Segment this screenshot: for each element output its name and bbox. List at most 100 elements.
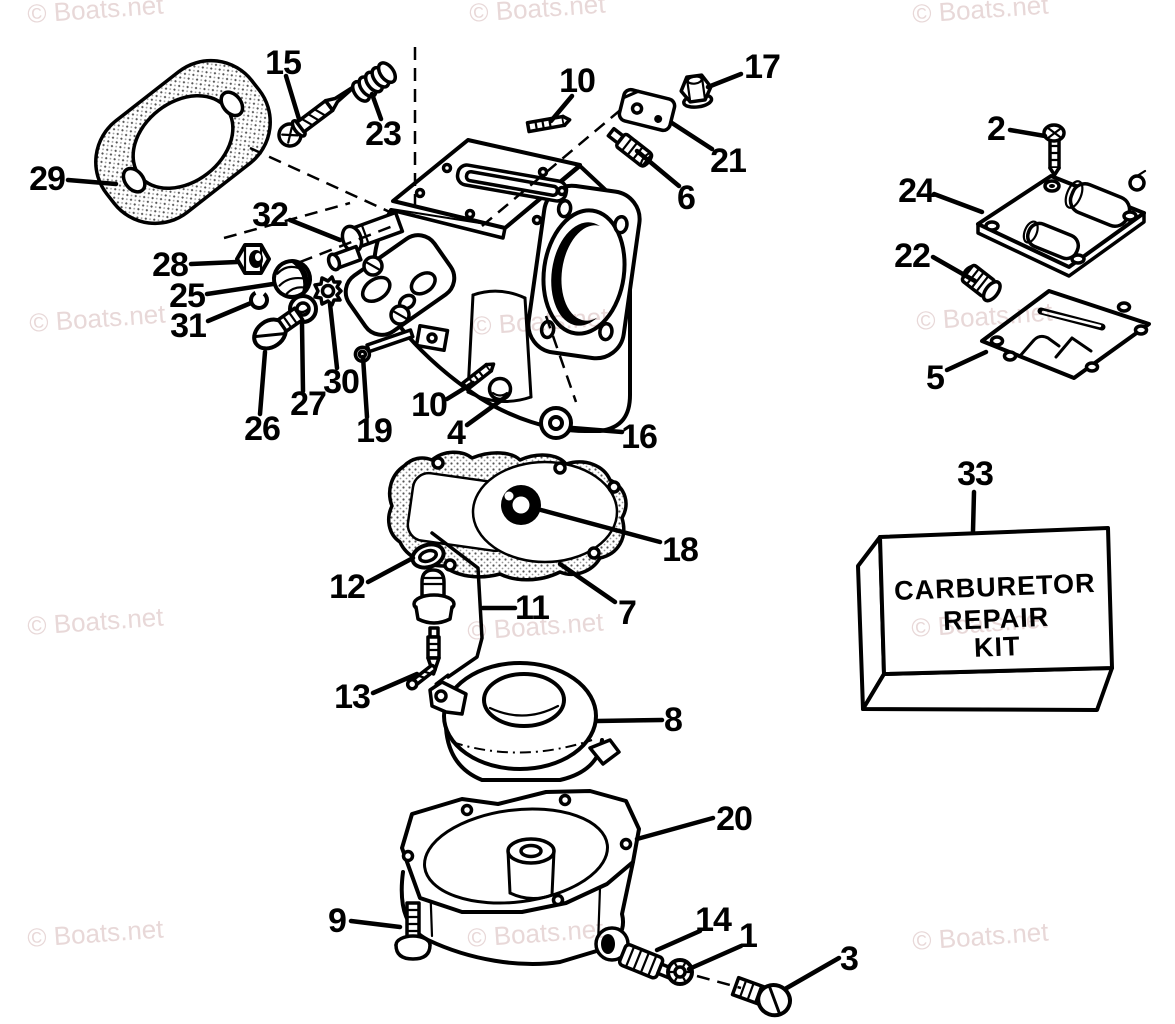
leader-line-5 <box>944 349 989 373</box>
leader-lines-layer <box>65 47 1048 992</box>
leader-line-4 <box>464 393 510 428</box>
leader-line-29 <box>65 177 119 187</box>
assembly-axis-dashed-line <box>299 222 399 264</box>
callout-number-12: 12 <box>329 568 365 606</box>
leader-line-28 <box>188 259 240 267</box>
callout-number-1: 1 <box>739 917 757 955</box>
callout-number-10: 10 <box>411 386 447 424</box>
part-ring-18 <box>501 485 541 525</box>
part-ring-31 <box>249 290 269 310</box>
callout-number-21: 21 <box>710 142 746 180</box>
leader-line-3 <box>782 955 842 992</box>
assembly-axis-dashed-line <box>544 315 578 403</box>
leader-line-2 <box>1007 127 1048 139</box>
assembly-axis-dashed-line <box>696 974 742 990</box>
part-kit-box-33: CARBURETOR REPAIR KIT <box>856 526 1114 712</box>
part-nut-28 <box>235 243 271 275</box>
leader-line-18 <box>538 507 663 545</box>
callout-number-8: 8 <box>664 701 682 739</box>
callout-number-17: 17 <box>744 48 780 86</box>
callout-number-10: 10 <box>559 62 595 100</box>
part-carburetor-body <box>326 138 642 433</box>
callout-number-2: 2 <box>987 110 1005 148</box>
boats-net-watermark: © Boats.net <box>911 917 1050 956</box>
part-star-washer-30 <box>313 275 343 307</box>
leader-line-15 <box>283 73 302 122</box>
leader-line-10 <box>548 93 575 124</box>
callout-number-9: 9 <box>328 902 346 940</box>
part-screw-3 <box>730 975 792 1018</box>
leader-line-16 <box>569 425 625 435</box>
assembly-axis-dashed-line <box>223 201 351 240</box>
callout-number-20: 20 <box>716 800 752 838</box>
callout-bracket-line <box>430 531 484 679</box>
boats-net-watermark: © Boats.net <box>26 914 165 953</box>
callout-number-4: 4 <box>447 414 466 452</box>
leader-line-26 <box>257 349 268 417</box>
leader-line-31 <box>205 300 254 324</box>
boats-net-watermark: © Boats.net <box>26 602 165 641</box>
part-gasket-29 <box>94 58 272 226</box>
assembly-axis-dashed-line <box>249 146 393 215</box>
part-washer-1 <box>666 958 694 986</box>
boats-net-watermark: © Boats.net <box>911 0 1050 29</box>
callout-number-3: 3 <box>840 940 858 978</box>
leader-line-19 <box>360 354 370 420</box>
part-needle-11 <box>412 568 456 676</box>
part-plug-22 <box>960 263 1002 303</box>
callout-number-31: 31 <box>170 307 206 345</box>
leader-line-12 <box>365 555 416 585</box>
leader-line-32 <box>287 217 343 243</box>
part-nut-17 <box>679 73 714 109</box>
callout-number-27: 27 <box>290 385 326 423</box>
callout-number-32: 32 <box>252 196 288 234</box>
kit-box-line3: KIT <box>973 631 1021 663</box>
callout-number-22: 22 <box>894 237 930 275</box>
callout-number-13: 13 <box>334 678 370 716</box>
callout-number-26: 26 <box>244 410 280 448</box>
callout-number-19: 19 <box>356 412 392 450</box>
callout-number-11: 11 <box>515 589 549 627</box>
leader-line-7 <box>557 561 618 605</box>
callout-number-5: 5 <box>926 359 944 397</box>
leader-line-22 <box>930 254 978 284</box>
callout-number-28: 28 <box>152 246 188 284</box>
part-pin-10a <box>525 114 572 134</box>
leader-line-17 <box>705 71 744 90</box>
leader-line-30 <box>327 301 340 371</box>
leader-line-23 <box>369 91 384 122</box>
part-float-8 <box>428 661 621 782</box>
callout-number-30: 30 <box>323 363 359 401</box>
leader-line-33 <box>970 489 977 534</box>
callout-number-33: 33 <box>957 455 993 493</box>
leader-line-10 <box>444 380 476 402</box>
part-screw-9 <box>394 901 432 961</box>
part-plate-5 <box>980 289 1151 380</box>
leader-line-20 <box>634 815 716 842</box>
boats-net-watermark: © Boats.net <box>468 0 607 28</box>
kit-box-line2: REPAIR <box>943 602 1050 636</box>
callout-number-18: 18 <box>662 531 698 569</box>
part-plug-25 <box>272 259 312 299</box>
part-grommet-16 <box>539 406 573 440</box>
boats-net-watermark: © Boats.net <box>28 299 167 338</box>
leader-line-6 <box>634 148 682 189</box>
callout-number-7: 7 <box>618 594 636 632</box>
boats-net-watermark: © Boats.net <box>466 607 605 646</box>
part-pin-13 <box>405 663 438 691</box>
leader-line-9 <box>348 918 403 930</box>
part-screw-2 <box>1042 123 1066 177</box>
boats-net-watermark: © Boats.net <box>26 0 165 29</box>
part-screw-15 <box>277 82 359 148</box>
part-spring-23 <box>350 61 398 103</box>
leader-line-21 <box>669 120 715 152</box>
leader-line-8 <box>594 717 665 724</box>
assembly-axis-dashed-line <box>481 106 625 227</box>
leader-line-14 <box>654 928 703 953</box>
part-plug-14 <box>617 943 675 980</box>
leader-line-25 <box>204 281 276 297</box>
callout-number-24: 24 <box>898 172 935 210</box>
